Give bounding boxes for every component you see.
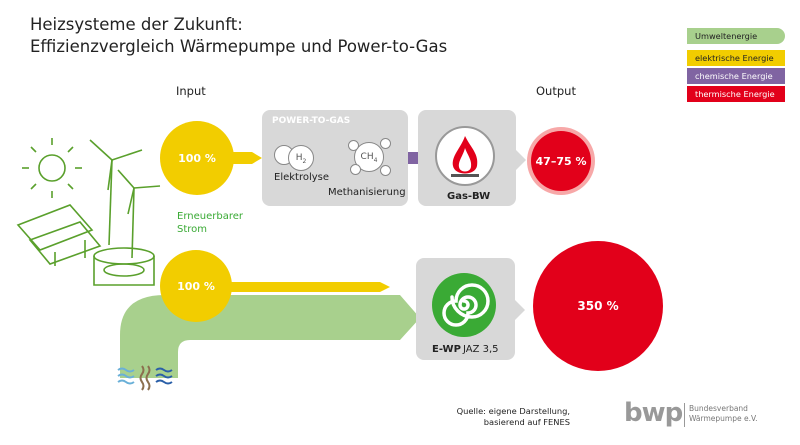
input-label: Input bbox=[176, 84, 206, 98]
brand-divider bbox=[684, 403, 685, 427]
input-circle-ptg: 100 % bbox=[160, 121, 234, 195]
ch4-symbol: CH bbox=[360, 152, 374, 162]
legend-item-thermische-energie: thermische Energie bbox=[687, 86, 785, 102]
ewp-arrow bbox=[515, 300, 525, 320]
legend-item-elektrische-energie: elektrische Energie bbox=[687, 50, 785, 66]
flame-icon-graphic bbox=[451, 136, 479, 177]
renewable-power-label: Erneuerbarer Strom bbox=[177, 210, 243, 236]
h2-subscript: 2 bbox=[302, 157, 307, 165]
output-value-ptg: 47–75 % bbox=[535, 154, 587, 168]
legend-label: chemische Energie bbox=[695, 71, 773, 81]
spiral-graphic bbox=[442, 283, 490, 327]
h2-molecule-icon: H2 bbox=[288, 145, 314, 171]
jaz-label: JAZ 3,5 bbox=[463, 344, 499, 355]
flame-icon bbox=[435, 126, 495, 186]
brand-line-2: Wärmepumpe e.V. bbox=[689, 414, 758, 423]
chart-title: Heizsysteme der Zukunft: Effizienzvergle… bbox=[30, 14, 447, 58]
h-atom-icon bbox=[380, 165, 391, 176]
legend-label: thermische Energie bbox=[695, 89, 775, 99]
environment-energy-flow bbox=[120, 295, 420, 378]
h-atom-icon bbox=[380, 138, 391, 149]
ch4-subscript: 4 bbox=[373, 156, 378, 164]
brand-name: Bundesverband Wärmepumpe e.V. bbox=[689, 404, 758, 424]
legend-item-chemische-energie: chemische Energie bbox=[687, 68, 785, 84]
source-note: Quelle: eigene Darstellung, basierend au… bbox=[455, 406, 570, 428]
ambient-energy-icon bbox=[117, 365, 173, 391]
input-value-wp: 100 % bbox=[177, 279, 215, 293]
legend-item-umweltenergie: Umweltenergie bbox=[687, 28, 785, 44]
gas-bw-label: Gas-BW bbox=[447, 191, 491, 202]
brand-line-1: Bundesverband bbox=[689, 404, 748, 413]
input-value-ptg: 100 % bbox=[178, 151, 216, 165]
legend-label: elektrische Energie bbox=[695, 53, 774, 63]
h2-symbol: H bbox=[295, 153, 303, 163]
input-circle-wp: 100 % bbox=[160, 250, 232, 322]
output-value-wp: 350 % bbox=[577, 299, 619, 313]
renewable-line-2: Strom bbox=[177, 224, 208, 235]
source-line-1: Quelle: eigene Darstellung, bbox=[456, 406, 570, 416]
output-label: Output bbox=[536, 84, 576, 98]
gas-bw-arrow bbox=[516, 150, 526, 170]
bwp-logo: bwp bbox=[624, 398, 683, 428]
renewables-illustration bbox=[16, 138, 161, 286]
methanisierung-label: Methanisierung bbox=[328, 187, 406, 198]
h-atom-icon bbox=[350, 164, 361, 175]
source-line-2: basierend auf FENES bbox=[483, 417, 570, 427]
legend-label: Umweltenergie bbox=[695, 31, 758, 41]
output-circle-wp: 350 % bbox=[533, 241, 663, 371]
ewp-label: E-WP bbox=[432, 344, 461, 355]
ptg-title: POWER-TO-GAS bbox=[272, 116, 351, 126]
elektrolyse-label: Elektrolyse bbox=[274, 172, 330, 183]
h-atom-icon bbox=[348, 140, 359, 151]
renewable-line-1: Erneuerbarer bbox=[177, 211, 243, 222]
electric-arrow-wp bbox=[200, 282, 390, 292]
heat-pump-spiral-icon bbox=[432, 273, 496, 337]
title-line-1: Heizsysteme der Zukunft: bbox=[30, 15, 243, 34]
title-line-2: Effizienzvergleich Wärmepumpe und Power-… bbox=[30, 37, 448, 56]
output-circle-ptg: 47–75 % bbox=[531, 131, 591, 191]
